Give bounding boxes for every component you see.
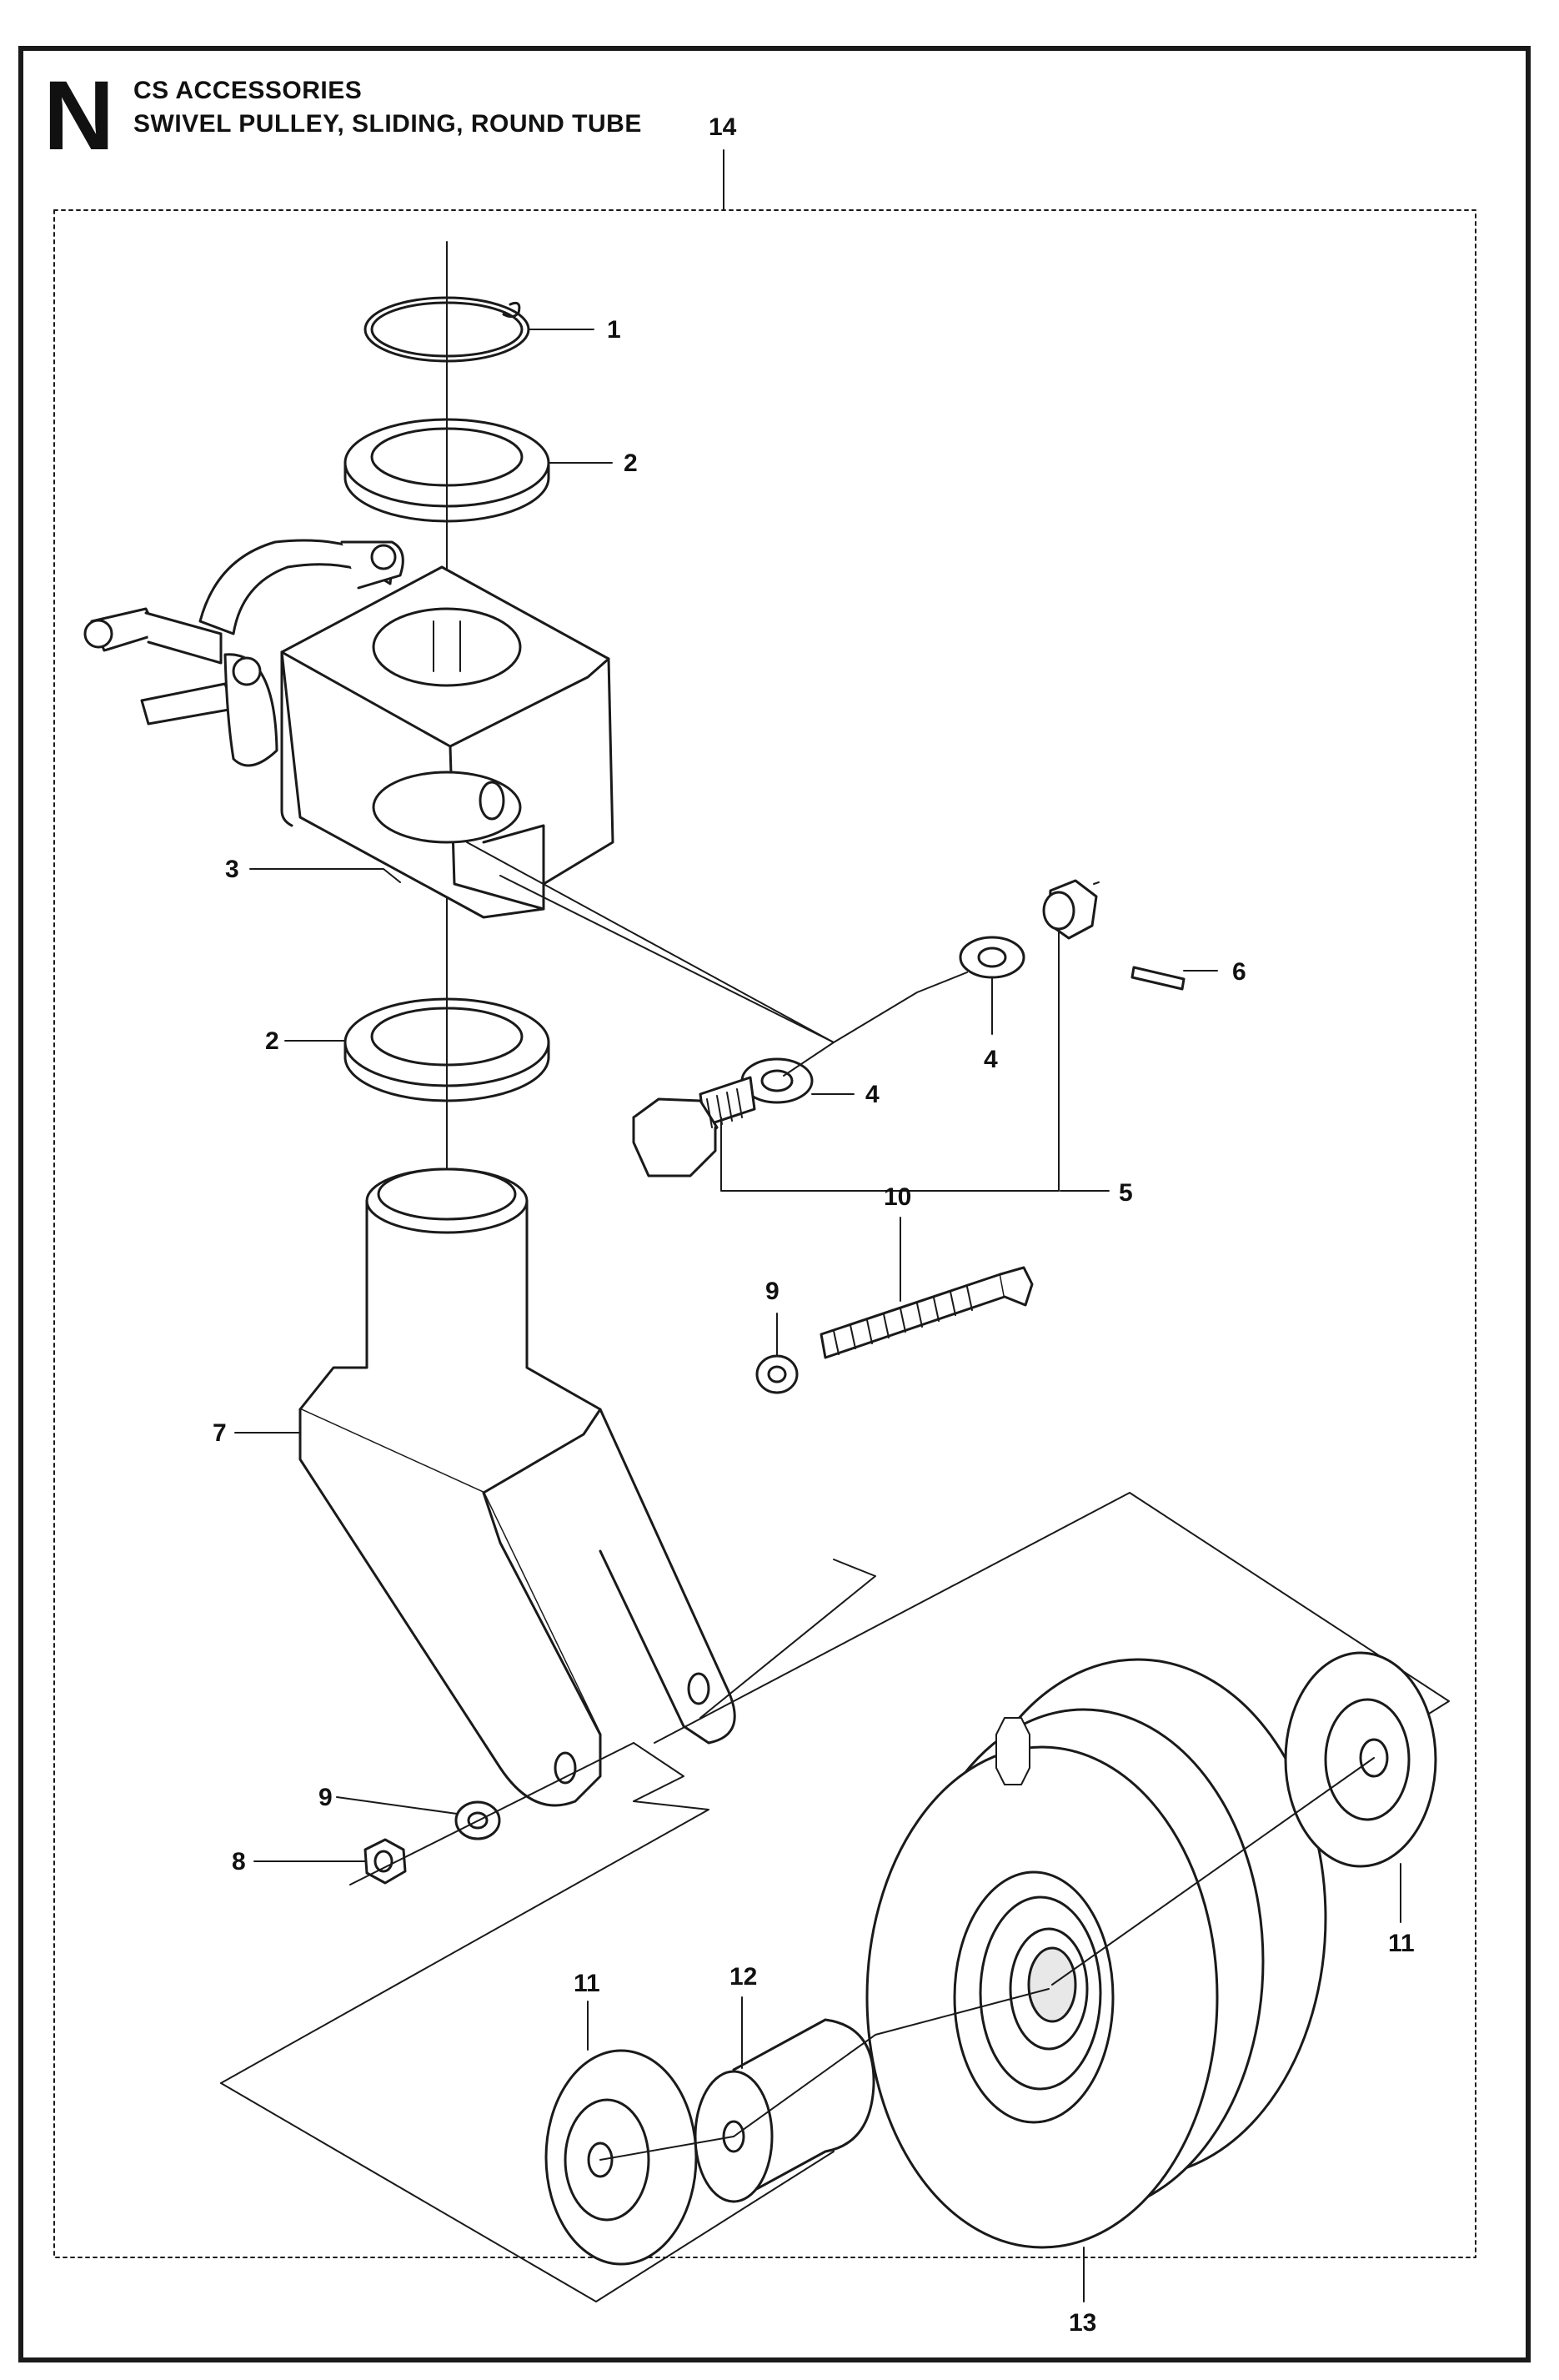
nut-8-part [363,1838,407,1885]
callout-5: 5 [1119,1179,1133,1207]
callout-7: 7 [213,1419,227,1447]
callout-9-upper: 9 [765,1278,780,1305]
assembly-boundary [53,209,1476,2258]
washer-4-right [959,936,1025,979]
pulley-wheel-part [865,1658,1327,2249]
section-letter: N [43,61,115,171]
callout-14: 14 [709,113,737,141]
callout-6: 6 [1232,958,1246,986]
callout-2-upper: 2 [624,449,638,477]
callout-11-right: 11 [1388,1930,1415,1957]
fork-part [298,1167,736,1807]
lower-ring-part [343,997,550,1102]
callout-leaders [234,329,1401,2302]
callout-13: 13 [1069,2309,1096,2337]
callout-4-right: 4 [984,1046,998,1073]
nut-part [1042,879,1098,940]
callout-2-lower: 2 [265,1027,279,1055]
washer-9-lower [454,1800,501,1840]
bolt-part [632,1076,756,1177]
callout-11-left: 11 [574,1970,600,1997]
category-title: CS ACCESSORIES [133,77,363,104]
spacer-12-part [694,2018,875,2203]
callout-10: 10 [884,1183,911,1211]
bracket-part [83,539,614,919]
assembly-title: SWIVEL PULLEY, SLIDING, ROUND TUBE [133,110,642,138]
callout-4-left: 4 [865,1081,880,1108]
callout-9-lower: 9 [318,1784,333,1811]
washer-9-upper [755,1354,799,1394]
page-frame [18,46,1531,2362]
bolt-10-part [820,1266,1034,1359]
callout-3: 3 [225,856,239,883]
pin-part [1130,966,1186,991]
callout-12: 12 [729,1963,757,1991]
callout-8: 8 [232,1848,246,1875]
flange-11-right [1284,1651,1437,1868]
callout-1: 1 [607,316,621,344]
flange-11-left [544,2049,698,2266]
